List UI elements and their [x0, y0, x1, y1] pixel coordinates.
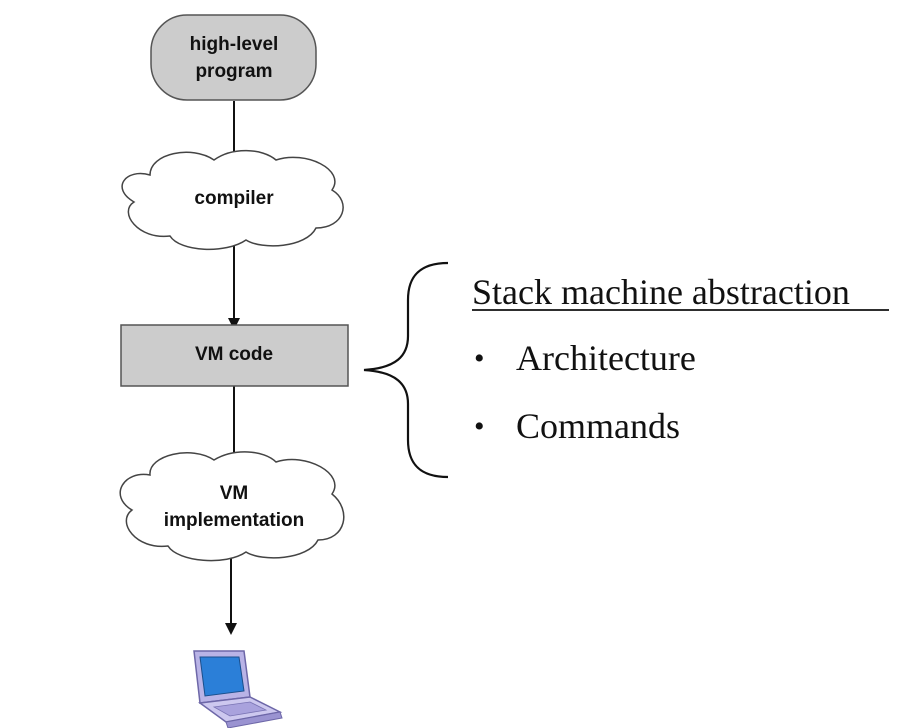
annotation-bullet-architecture: Architecture [516, 338, 696, 378]
annotation-title: Stack machine abstraction [472, 272, 850, 312]
laptop-icon [193, 650, 283, 728]
vm-implementation-cloud-node: VM implementation [119, 451, 345, 562]
high-level-program-node: high-level program [150, 14, 317, 101]
bullet-dot-1: • [474, 342, 485, 375]
compiler-label: compiler [194, 188, 274, 209]
vm-code-label: VM code [195, 344, 273, 365]
compiler-cloud-node: compiler [121, 149, 344, 250]
bullet-dot-2: • [474, 410, 485, 443]
vm-implementation-label-line2: implementation [164, 510, 304, 531]
curly-brace [363, 261, 449, 479]
high-level-program-label-line2: program [195, 61, 272, 82]
high-level-program-label-line1: high-level [190, 34, 279, 55]
vm-code-node: VM code [120, 324, 349, 387]
annotation-block: Stack machine abstraction • Architecture… [472, 272, 889, 446]
vm-implementation-label-line1: VM [220, 483, 249, 504]
annotation-bullet-commands: Commands [516, 406, 680, 446]
